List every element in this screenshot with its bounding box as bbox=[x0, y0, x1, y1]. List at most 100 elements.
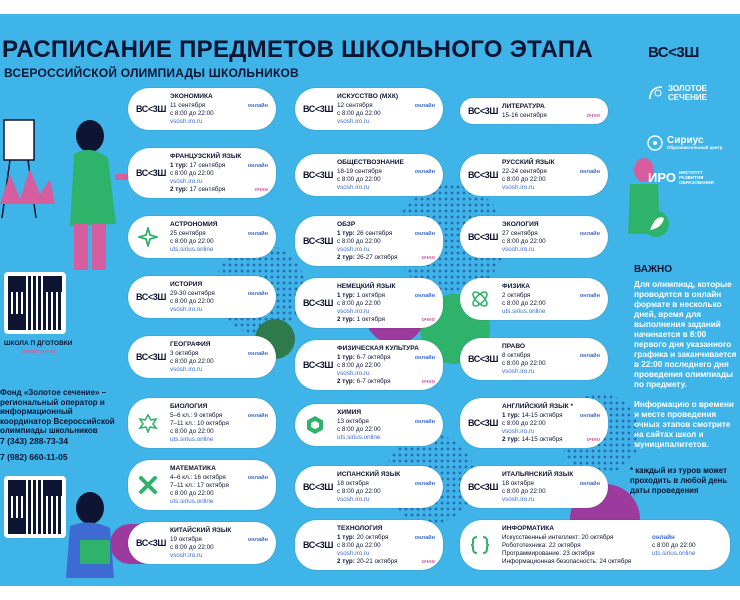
site-link[interactable]: vsosh.iro.ru bbox=[337, 370, 370, 378]
time-text: с 8:00 до 22:00 bbox=[337, 300, 381, 308]
date-text: 20 октября bbox=[354, 534, 389, 542]
site-link[interactable]: vsosh.iro.ru bbox=[502, 246, 535, 254]
site-link[interactable]: uts.sirius.online bbox=[170, 246, 214, 254]
date-text: 5–6 кл.: 9 октября bbox=[170, 412, 223, 420]
date-text: 27 сентября bbox=[502, 230, 538, 238]
round-label: 1 тур: bbox=[337, 354, 355, 362]
site-link[interactable]: vsosh.iro.ru bbox=[337, 496, 370, 504]
site-link[interactable]: uts.sirius.online bbox=[502, 308, 546, 316]
vsosh-mini-logo: ВС<3Ш bbox=[303, 236, 333, 247]
mode-badge: онлайн bbox=[414, 293, 435, 300]
site-link[interactable]: vsosh.iro.ru bbox=[502, 184, 535, 192]
card-french: ВС<3Ш ФРАНЦУЗСКИЙ ЯЗЫК 1 тур: 17 сентябр… bbox=[128, 148, 276, 199]
mode-badge: очно bbox=[421, 317, 435, 324]
date-text: 13 октября bbox=[337, 418, 369, 426]
date-text: 29-30 сентября bbox=[170, 290, 215, 298]
subject-title: ПРАВО bbox=[502, 343, 526, 350]
mode-badge: очно bbox=[421, 379, 435, 386]
mode-badge: онлайн bbox=[579, 353, 600, 360]
vsosh-logo: ВС<3Ш bbox=[648, 44, 699, 61]
mode-badge: онлайн bbox=[579, 231, 600, 238]
site-link[interactable]: vsosh.iro.ru bbox=[502, 428, 535, 436]
site-link[interactable]: vsosh.iro.ru bbox=[337, 118, 370, 126]
site-link[interactable]: uts.sirius.online bbox=[652, 550, 696, 558]
subject-title: ИСПАНСКИЙ ЯЗЫК bbox=[337, 471, 401, 478]
mode-badge: очно bbox=[421, 559, 435, 566]
vsosh-mini-logo: ВС<3Ш bbox=[136, 104, 166, 115]
mode-badge: онлайн bbox=[247, 163, 268, 170]
site-link[interactable]: uts.sirius.online bbox=[337, 434, 381, 442]
date-text: Искусственный интеллект: 20 октября bbox=[502, 534, 614, 542]
mode-badge: онлайн bbox=[414, 231, 435, 238]
date-text: 12 сентября bbox=[337, 102, 373, 110]
round-label: 2 тур: bbox=[337, 558, 355, 566]
date-text: Программирование: 23 октября bbox=[502, 550, 595, 558]
round-label: 2 тур: bbox=[170, 186, 188, 194]
vsosh-mini-logo: ВС<3Ш bbox=[136, 352, 166, 363]
time-text: с 8:00 до 22:00 bbox=[502, 238, 546, 246]
phone-number[interactable]: 7 (982) 660-11-05 bbox=[0, 452, 68, 462]
footnote: * каждый из туров может проходить в любо… bbox=[630, 466, 728, 495]
iro-logo-subtext: ИНСТИТУТ РАЗВИТИЯ ОБРАЗОВАНИЯ bbox=[678, 170, 714, 185]
sparkle-icon bbox=[138, 227, 158, 248]
mode-badge: онлайн bbox=[414, 103, 435, 110]
time-text: с 8:00 до 22:00 bbox=[170, 490, 214, 498]
site-link[interactable]: vsosh.iro.ru bbox=[337, 184, 370, 192]
date-text: 4–6 кл.: 16 октября bbox=[170, 474, 226, 482]
vsosh-mini-logo: ВС<3Ш bbox=[303, 360, 333, 371]
site-link[interactable]: vsosh.iro.ru bbox=[502, 496, 535, 504]
phone-number[interactable]: 7 (343) 288-73-34 bbox=[0, 436, 69, 446]
asterisk-mark: * bbox=[570, 403, 574, 410]
vsosh-mini-logo: ВС<3Ш bbox=[468, 354, 498, 365]
time-text: с 8:00 до 22:00 bbox=[337, 176, 381, 184]
subject-title: ИТАЛЬЯНСКИЙ ЯЗЫК bbox=[502, 471, 574, 478]
mode-badge: онлайн bbox=[247, 291, 268, 298]
zoloto-logo: ЗОЛОТОЕ СЕЧЕНИЕ bbox=[648, 84, 714, 102]
date-text: 17 сентября bbox=[187, 186, 226, 194]
site-link[interactable]: vsosh.iro.ru bbox=[337, 550, 370, 558]
cross-icon bbox=[139, 476, 157, 495]
round-label: 1 тур: bbox=[337, 534, 355, 542]
time-text: с 8:00 до 22:00 bbox=[337, 362, 381, 370]
subject-title: ОБЩЕСТВОЗНАНИЕ bbox=[337, 159, 404, 166]
site-link[interactable]: uts.sirius.online bbox=[170, 498, 214, 506]
site-link[interactable]: vsosh.iro.ru bbox=[170, 178, 203, 186]
qr-code[interactable] bbox=[4, 272, 66, 334]
date-text: 26 сентября bbox=[354, 230, 393, 238]
date-text: 20-21 октября bbox=[354, 558, 398, 566]
site-link[interactable]: vsosh.iro.ru bbox=[337, 246, 370, 254]
vsosh-mini-logo: ВС<3Ш bbox=[303, 104, 333, 115]
site-link[interactable]: vsosh.iro.ru bbox=[170, 118, 203, 126]
qr-sublabel: ОЛИМП АКТИВ bbox=[22, 349, 56, 354]
date-text: 1 октября bbox=[354, 292, 385, 300]
subject-title: ГЕОГРАФИЯ bbox=[170, 341, 211, 348]
subject-title: ХИМИЯ bbox=[337, 409, 362, 416]
qr-code[interactable] bbox=[4, 476, 66, 538]
site-link[interactable]: uts.sirius.online bbox=[170, 436, 214, 444]
time-text: с 8:00 до 22:00 bbox=[337, 238, 381, 246]
round-label: 1 тур: bbox=[170, 162, 188, 170]
subject-title: ИСТОРИЯ bbox=[170, 281, 203, 288]
time-text: с 8:00 до 22:00 bbox=[170, 170, 214, 178]
site-link[interactable]: vsosh.iro.ru bbox=[170, 366, 203, 374]
round-label: 1 тур: bbox=[337, 292, 355, 300]
site-link[interactable]: vsosh.iro.ru bbox=[337, 308, 370, 316]
mode-badge: онлайн bbox=[414, 481, 435, 488]
time-text: с 8:00 до 22:00 bbox=[337, 110, 381, 118]
student-reading-illustration bbox=[66, 492, 114, 578]
site-link[interactable]: vsosh.iro.ru bbox=[170, 306, 203, 314]
mode-badge: онлайн bbox=[247, 475, 268, 482]
student-illustration bbox=[70, 120, 145, 270]
mode-badge: онлайн bbox=[579, 293, 600, 300]
site-link[interactable]: vsosh.iro.ru bbox=[170, 552, 203, 560]
date-text: 2 октября bbox=[502, 292, 531, 300]
site-link[interactable]: vsosh.iro.ru bbox=[502, 368, 535, 376]
